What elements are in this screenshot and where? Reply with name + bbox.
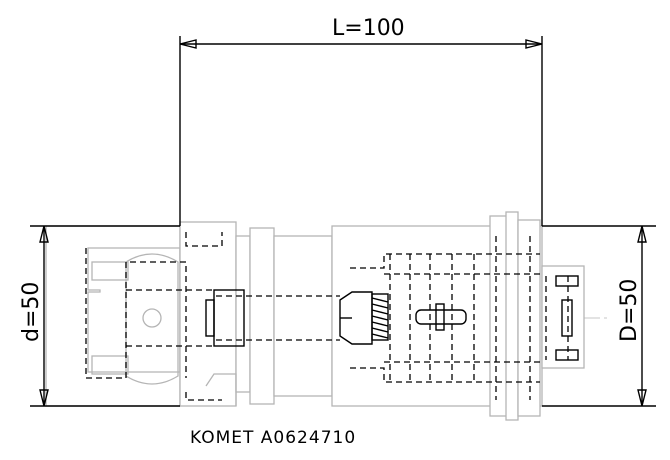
- key-slot: [415, 309, 467, 325]
- bore-circle: [142, 308, 162, 328]
- small-diameter-dimension: d=50: [19, 225, 180, 407]
- arrow-left-l: [179, 39, 197, 49]
- arrow-top-d: [39, 225, 49, 243]
- hidden-geometry: [85, 232, 569, 401]
- right-holder-body: [331, 211, 585, 421]
- inner-solid-parts: [205, 275, 579, 361]
- arrow-top-D: [637, 225, 647, 243]
- small-diameter-label: d=50: [19, 282, 44, 342]
- arrow-bottom-d: [39, 389, 49, 407]
- middle-connector: [179, 221, 333, 407]
- arrow-bottom-D: [637, 389, 647, 407]
- length-dimension: L=100: [179, 16, 543, 226]
- length-label: L=100: [332, 16, 405, 41]
- large-diameter-dimension: D=50: [542, 225, 656, 407]
- left-clamp-body: [45, 225, 181, 407]
- large-diameter-label: D=50: [617, 279, 642, 342]
- part-label: KOMET A0624710: [190, 428, 356, 448]
- arrow-right-l: [525, 39, 543, 49]
